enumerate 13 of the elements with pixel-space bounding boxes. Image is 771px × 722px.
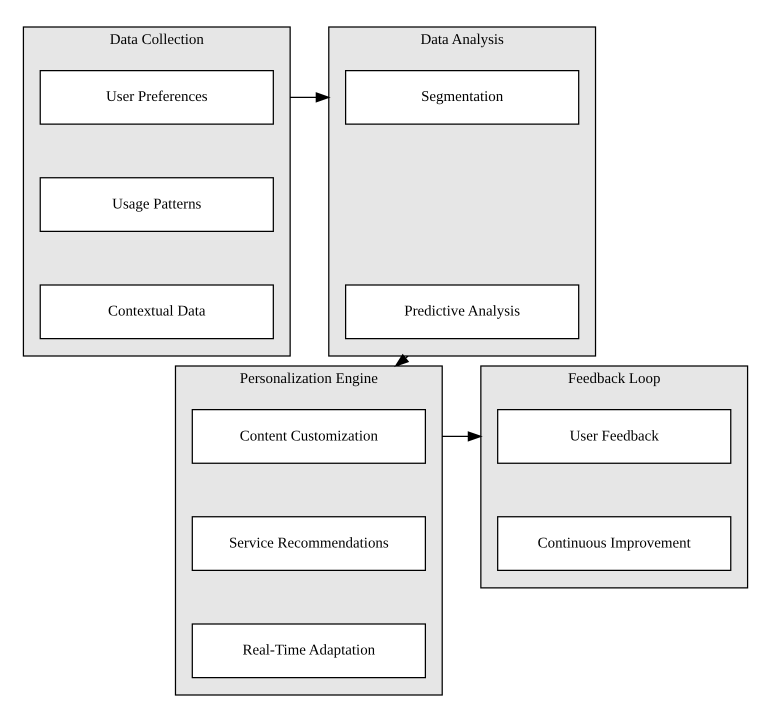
node-box: Service Recommendations	[192, 516, 426, 572]
arrow	[442, 431, 483, 442]
node-box: Usage Patterns	[40, 177, 274, 232]
arrow	[290, 92, 331, 103]
arrow	[394, 354, 410, 368]
node-box: Contextual Data	[40, 284, 274, 340]
node-box: User Feedback	[497, 408, 732, 464]
node-box: Real-Time Adaptation	[192, 623, 426, 678]
node-box: User Preferences	[40, 70, 274, 125]
node-box: Content Customization	[192, 408, 426, 464]
node-box: Segmentation	[345, 70, 580, 125]
node-box: Continuous Improvement	[497, 516, 732, 572]
node-box: Predictive Analysis	[345, 284, 580, 340]
